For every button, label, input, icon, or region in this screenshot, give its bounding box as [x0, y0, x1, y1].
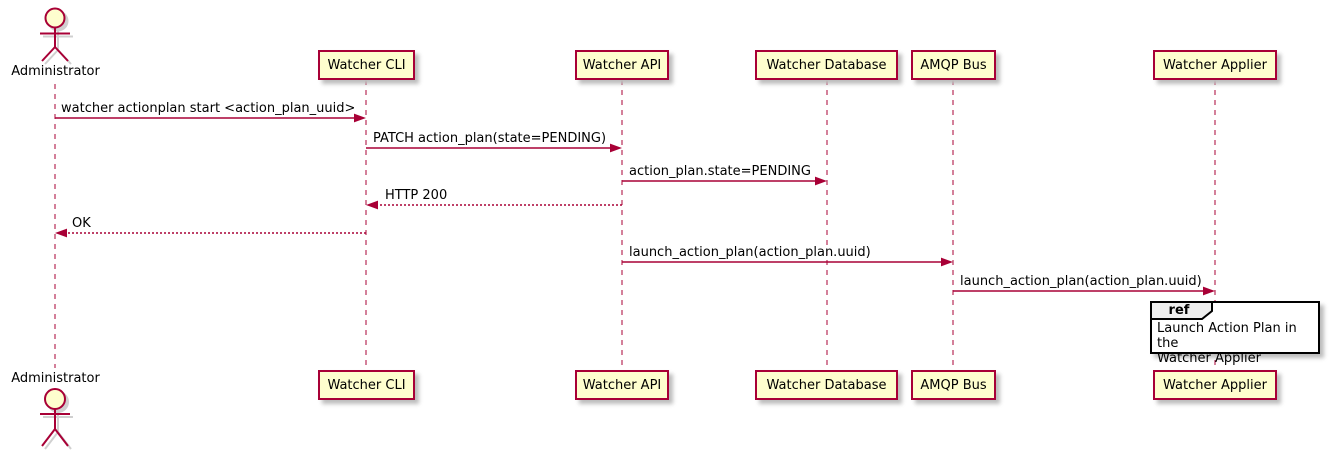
message-arrow-7	[953, 286, 1215, 296]
message-arrow-5-return	[55, 228, 366, 238]
ref-keyword: ref	[1168, 303, 1190, 318]
message-arrows	[55, 113, 1215, 296]
message-label-4: HTTP 200	[385, 188, 448, 203]
ref-fragment: ref Launch Action Plan in the Watcher Ap…	[1150, 301, 1320, 366]
message-arrow-1	[55, 113, 366, 123]
message-label-6: launch_action_plan(action_plan.uuid)	[629, 245, 871, 260]
message-label-7: launch_action_plan(action_plan.uuid)	[960, 274, 1202, 289]
message-label-3: action_plan.state=PENDING	[629, 164, 811, 179]
participant-watcher-cli-bottom: Watcher CLI	[318, 370, 415, 400]
participant-watcher-applier-top: Watcher Applier	[1153, 50, 1277, 80]
actor-figure-top	[40, 7, 73, 65]
actor-figure-bottom	[40, 388, 73, 450]
message-label-2: PATCH action_plan(state=PENDING)	[373, 131, 607, 146]
actor-label-top: Administrator	[11, 64, 100, 79]
message-label-5: OK	[72, 216, 91, 231]
message-arrow-3	[622, 176, 827, 186]
participant-watcher-cli-top: Watcher CLI	[318, 50, 415, 80]
ref-text: Launch Action Plan in the Watcher Applie…	[1157, 321, 1297, 366]
message-arrow-6	[622, 257, 953, 267]
message-arrow-4-return	[366, 200, 622, 210]
ref-tab	[1150, 301, 1213, 320]
actor-label-bottom: Administrator	[11, 371, 100, 386]
participant-watcher-applier-bottom: Watcher Applier	[1153, 370, 1277, 400]
participant-watcher-database-bottom: Watcher Database	[755, 370, 898, 400]
lifelines	[54, 80, 1216, 370]
participant-watcher-api-top: Watcher API	[575, 50, 669, 80]
participant-watcher-database-top: Watcher Database	[755, 50, 898, 80]
participant-amqp-bus-bottom: AMQP Bus	[911, 370, 996, 400]
participant-amqp-bus-top: AMQP Bus	[911, 50, 996, 80]
message-arrow-2	[366, 143, 622, 153]
participant-watcher-api-bottom: Watcher API	[575, 370, 669, 400]
message-label-1: watcher actionplan start <action_plan_uu…	[61, 101, 356, 116]
